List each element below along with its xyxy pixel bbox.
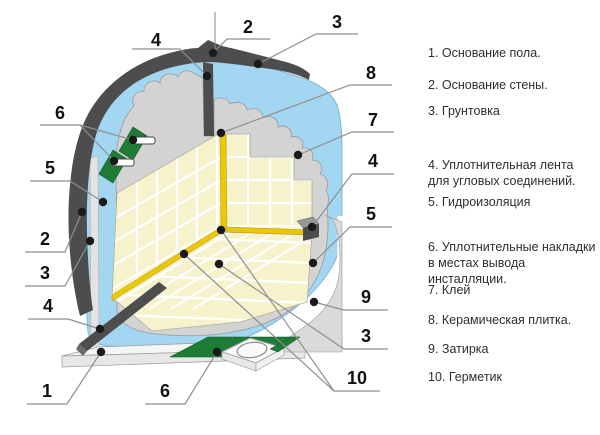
- wall-base-ribbon: [68, 40, 310, 316]
- legend-item-4: 4. Уплотнительная лента для угловых соед…: [428, 158, 576, 188]
- callout-number-4-top: 4: [150, 30, 162, 50]
- callout-number-2-left: 2: [39, 229, 51, 249]
- callout-number-10: 10: [346, 368, 368, 388]
- floor-sealing-pad: [169, 336, 301, 372]
- corner-sealing-tape: [76, 62, 214, 356]
- legend-item-10: 10. Герметик: [428, 370, 502, 384]
- callout-leaders: [25, 33, 394, 405]
- callout-number-5-left: 5: [44, 158, 56, 178]
- callout-number-6-left: 6: [54, 103, 66, 123]
- callout-number-3-top: 3: [331, 12, 343, 32]
- callout-number-3-left: 3: [39, 263, 51, 283]
- legend-item-1: 1. Основание пола.: [428, 46, 541, 60]
- callout-number-2-top: 2: [242, 17, 254, 37]
- wall-base-right: [262, 214, 343, 353]
- legend-item-6: 6. Уплотнительные накладки в местах выво…: [428, 240, 596, 286]
- legend-item-9: 9. Затирка: [428, 342, 489, 356]
- legend-item-8: 8. Керамическая плитка.: [428, 313, 572, 327]
- callout-number-4-right: 4: [367, 151, 379, 171]
- legend-item-5: 5. Гидроизоляция: [428, 195, 531, 209]
- callout-number-6-bottom: 6: [159, 381, 171, 401]
- legend-item-3: 3. Грунтовка: [428, 104, 500, 118]
- callout-number-3-right: 3: [360, 326, 372, 346]
- callout-number-5-right: 5: [365, 204, 377, 224]
- callout-number-9: 9: [360, 287, 372, 307]
- callout-number-7: 7: [367, 110, 379, 130]
- callout-number-8: 8: [365, 63, 377, 83]
- primer-strip: [89, 155, 100, 347]
- callout-dots: [77, 48, 319, 357]
- legend-item-7: 7. Клей: [428, 283, 471, 297]
- legend-item-2: 2. Основание стены.: [428, 78, 548, 92]
- callout-number-4-left: 4: [42, 296, 54, 316]
- callout-number-1: 1: [41, 381, 53, 401]
- pipe-hole: [236, 341, 268, 359]
